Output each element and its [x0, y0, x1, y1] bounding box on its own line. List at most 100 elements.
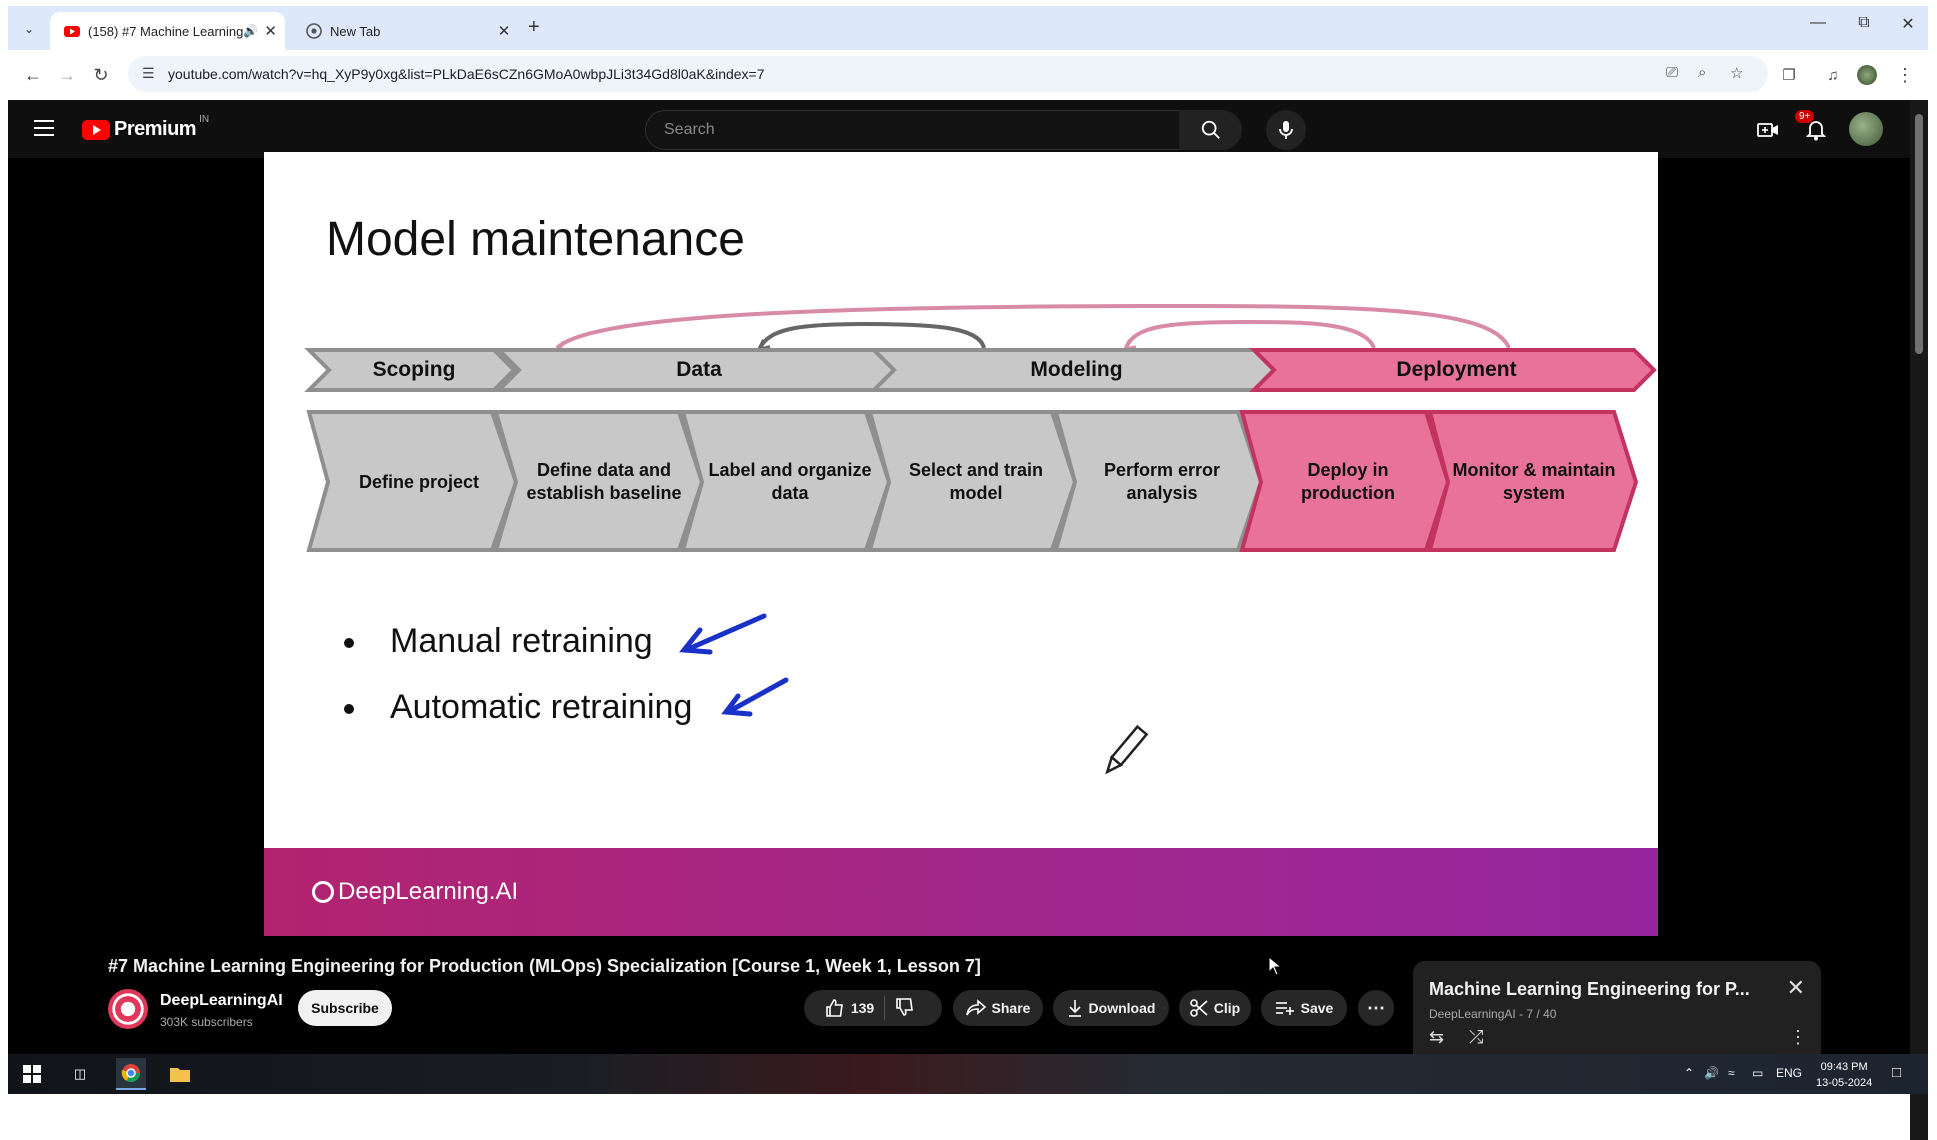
download-button[interactable]: Download [1053, 990, 1169, 1026]
forward-arrow-icon[interactable]: → [58, 64, 76, 85]
audio-playing-icon[interactable]: 🔊 [243, 24, 259, 38]
microphone-icon [1279, 121, 1293, 139]
guide-menu-icon[interactable] [34, 120, 54, 141]
more-vertical-icon[interactable]: ⋮ [1789, 1027, 1807, 1047]
scrollbar-thumb[interactable] [1915, 114, 1923, 354]
step-chevron-4 [867, 410, 1078, 552]
wifi-icon[interactable]: ≈ [1728, 1066, 1735, 1080]
windows-start-icon[interactable] [20, 1062, 44, 1086]
like-button[interactable]: 139 [825, 998, 874, 1018]
tab-close-icon[interactable]: ✕ [264, 23, 277, 40]
step-chevron-6 [1239, 410, 1451, 552]
volume-icon[interactable]: 🔊 [1704, 1066, 1719, 1080]
save-to-playlist-button[interactable]: Save [1261, 990, 1347, 1026]
notification-center-icon[interactable]: □ [1892, 1064, 1902, 1081]
subscribe-button[interactable]: Subscribe [298, 990, 392, 1026]
scissors-icon [1189, 999, 1208, 1017]
playlist-title[interactable]: Machine Learning Engineering for P... [1429, 979, 1750, 999]
phase-label-data: Data [676, 358, 722, 381]
step-label-monitor: Monitor & maintain system [1452, 460, 1616, 503]
youtube-premium-logo[interactable]: Premium IN [82, 114, 209, 141]
close-icon[interactable]: ✕ [1786, 975, 1805, 1000]
slide-title: Model maintenance [326, 213, 745, 266]
search-box[interactable] [645, 110, 1181, 150]
input-language[interactable]: ENG [1776, 1066, 1803, 1080]
subscriber-count: 303K subscribers [160, 1015, 253, 1029]
media-controls-icon[interactable]: ♫ [1827, 66, 1839, 84]
share-icon [965, 999, 986, 1016]
site-info-icon[interactable]: ☰ [142, 65, 155, 81]
clip-button[interactable]: Clip [1179, 990, 1251, 1026]
channel-name[interactable]: DeepLearningAI [160, 992, 283, 1009]
tab-youtube[interactable]: (158) #7 Machine Learning 🔊 ✕ [50, 12, 285, 50]
show-hidden-icons-icon[interactable]: ⌃ [1684, 1066, 1695, 1080]
video-player[interactable]: Model maintenance Scoping Data Model [264, 152, 1658, 936]
profile-avatar-icon[interactable] [1854, 62, 1880, 88]
blue-arrow-annotation-icon [679, 613, 789, 717]
url-text[interactable]: youtube.com/watch?v=hq_XyP9y0xg&list=PLk… [168, 66, 765, 82]
phase-chevron-deployment [1249, 348, 1657, 392]
video-title: #7 Machine Learning Engineering for Prod… [108, 956, 981, 976]
bookmark-star-icon[interactable]: ☆ [1730, 65, 1744, 82]
file-explorer-icon[interactable] [168, 1062, 192, 1086]
dislike-button[interactable] [895, 997, 921, 1020]
channel-avatar[interactable] [108, 989, 148, 1029]
youtube-favicon-icon [64, 23, 80, 39]
search-input[interactable] [662, 120, 1146, 140]
voice-search-button[interactable] [1266, 110, 1306, 150]
restore-icon[interactable]: ⧉ [1858, 14, 1870, 31]
browser-window: ⌄ (158) #7 Machine Learning 🔊 ✕ New Tab … [8, 6, 1928, 1140]
step-chevron-5 [1053, 410, 1264, 552]
chrome-menu-icon[interactable]: ⋮ [1896, 64, 1914, 85]
address-bar[interactable]: ☰ youtube.com/watch?v=hq_XyP9y0xg&list=P… [128, 56, 1768, 92]
step-label-deploy: Deploy in production [1301, 460, 1395, 503]
chrome-taskbar-icon[interactable] [116, 1058, 146, 1090]
step-chevron-7 [1427, 410, 1639, 552]
pen-cursor-icon [1105, 724, 1149, 775]
search-button[interactable] [1179, 110, 1242, 150]
browser-toolbar: ← → ↻ ☰ youtube.com/watch?v=hq_XyP9y0xg&… [8, 50, 1928, 100]
deeplearning-logo-icon [312, 881, 334, 903]
zoom-icon[interactable]: ⌕ [1698, 64, 1707, 81]
minimize-icon[interactable]: — [1810, 14, 1826, 31]
youtube-play-icon [82, 119, 110, 140]
tab-strip: ⌄ (158) #7 Machine Learning 🔊 ✕ New Tab … [8, 6, 1928, 50]
step-chevron-1 [306, 410, 519, 552]
reload-icon[interactable]: ↻ [93, 64, 109, 85]
step-label-define-data: Define data and establish baseline [526, 460, 682, 503]
tab-search-chevron-icon[interactable]: ⌄ [23, 22, 35, 36]
deeplearning-ai-logo: DeepLearning.AI [312, 878, 518, 906]
back-arrow-icon[interactable]: ← [24, 64, 42, 85]
phase-chevron-scoping [304, 348, 517, 392]
tab-close-icon[interactable]: ✕ [497, 23, 511, 40]
chrome-favicon-icon [306, 23, 322, 39]
system-clock[interactable]: 09:43 PM 13-05-2024 [1816, 1061, 1873, 1089]
thumbs-up-icon [826, 999, 843, 1017]
tab-title: New Tab [330, 23, 381, 39]
create-video-icon[interactable] [1754, 116, 1782, 144]
extensions-icon[interactable]: ❐ [1782, 67, 1796, 84]
thumbs-down-icon [896, 997, 914, 1016]
step-label-error-analysis: Perform error analysis [1103, 460, 1221, 503]
search-icon [1201, 120, 1220, 139]
install-app-icon[interactable]: ⎚ [1666, 64, 1679, 81]
notification-count-badge: 9+ [1795, 110, 1815, 123]
step-label-label-data: Label and organize data [708, 460, 872, 503]
window-close-icon[interactable]: ✕ [1901, 16, 1915, 33]
account-avatar[interactable] [1849, 112, 1883, 146]
tab-title: (158) #7 Machine Learning [88, 23, 244, 39]
step-chevron-3 [680, 410, 892, 552]
task-view-icon[interactable]: ◫ [73, 1066, 87, 1081]
share-button[interactable]: Share [953, 990, 1043, 1026]
battery-icon[interactable]: ▭ [1752, 1066, 1764, 1080]
tab-new-tab[interactable]: New Tab ✕ [292, 12, 522, 50]
more-actions-button[interactable]: ⋯ [1358, 990, 1394, 1026]
page-scrollbar[interactable] [1910, 100, 1928, 1140]
loop-playlist-icon[interactable]: ⇆ [1429, 1027, 1445, 1047]
new-tab-plus-icon[interactable]: + [528, 16, 540, 38]
download-icon [1068, 1000, 1081, 1017]
bullet-manual-retraining: Manual retraining [344, 622, 653, 661]
shuffle-icon[interactable]: ⤮ [1469, 1027, 1484, 1047]
mouse-pointer-icon [1268, 955, 1283, 976]
notifications-bell-icon[interactable] [1802, 116, 1830, 144]
